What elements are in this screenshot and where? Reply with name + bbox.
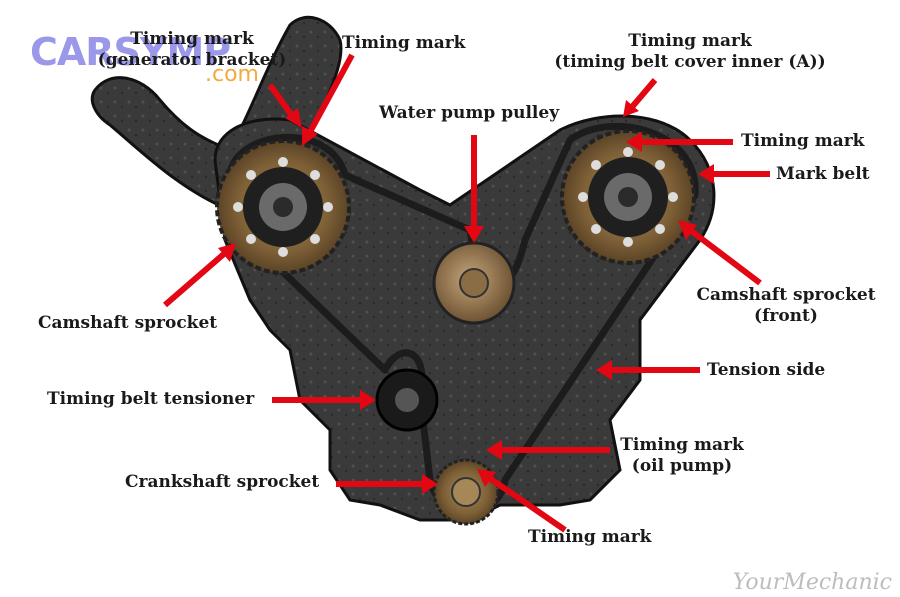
label-line: Timing mark — [130, 29, 254, 49]
label-line: (front) — [754, 306, 818, 326]
label-timing-mark-generator: Timing mark (generator bracket) — [92, 29, 292, 71]
label-mark-belt: Mark belt — [776, 164, 870, 184]
label-water-pump-pulley: Water pump pulley — [379, 103, 560, 123]
label-timing-belt-tensioner: Timing belt tensioner — [47, 389, 255, 409]
yourmechanic-watermark: YourMechanic — [732, 570, 892, 595]
callout-arrows — [163, 53, 770, 533]
label-tension-side: Tension side — [707, 360, 826, 380]
arrow-mark-belt — [698, 164, 770, 184]
arrow-generator-mark — [267, 83, 302, 128]
arrow-cover-mark — [623, 78, 658, 117]
arrow-right-mark — [626, 132, 733, 152]
label-timing-mark-right: Timing mark — [741, 131, 865, 151]
arrow-top-mark — [302, 53, 355, 146]
label-timing-mark-bottom: Timing mark — [528, 527, 652, 547]
label-line: Timing mark — [620, 435, 744, 455]
arrow-tension-side — [596, 360, 700, 380]
label-line: (oil pump) — [631, 456, 733, 476]
arrow-crankshaft — [336, 474, 438, 494]
label-timing-mark-top: Timing mark — [342, 33, 466, 53]
crankshaft-sprocket — [432, 458, 500, 526]
water-pump-pulley — [432, 241, 516, 325]
label-crankshaft-sprocket: Crankshaft sprocket — [125, 472, 320, 492]
carsymp-logo-sub: .com — [205, 62, 259, 87]
label-timing-mark-cover: Timing mark (timing belt cover inner (A)… — [535, 31, 845, 73]
left-camshaft-sprocket — [215, 139, 351, 275]
arrow-bottom-mark — [477, 469, 567, 533]
label-camshaft-sprocket-left: Camshaft sprocket — [38, 313, 218, 333]
timing-belt-tensioner — [375, 368, 439, 432]
carsymp-logo: CARSYMP — [30, 30, 231, 74]
arrow-camshaft-front — [678, 220, 762, 286]
arrow-camshaft-left — [163, 243, 236, 308]
front-camshaft-sprocket — [560, 129, 696, 265]
label-line: (generator bracket) — [97, 50, 287, 70]
arrow-water-pump — [464, 135, 484, 243]
label-line: (timing belt cover inner (A)) — [554, 52, 826, 72]
timing-belt — [224, 122, 699, 516]
label-line: Camshaft sprocket — [696, 285, 876, 305]
arrow-tensioner — [272, 390, 376, 410]
label-camshaft-sprocket-front: Camshaft sprocket (front) — [688, 285, 884, 327]
arrow-oil-pump — [486, 440, 610, 460]
label-timing-mark-oil-pump: Timing mark (oil pump) — [612, 435, 752, 477]
label-line: Timing mark — [628, 31, 752, 51]
